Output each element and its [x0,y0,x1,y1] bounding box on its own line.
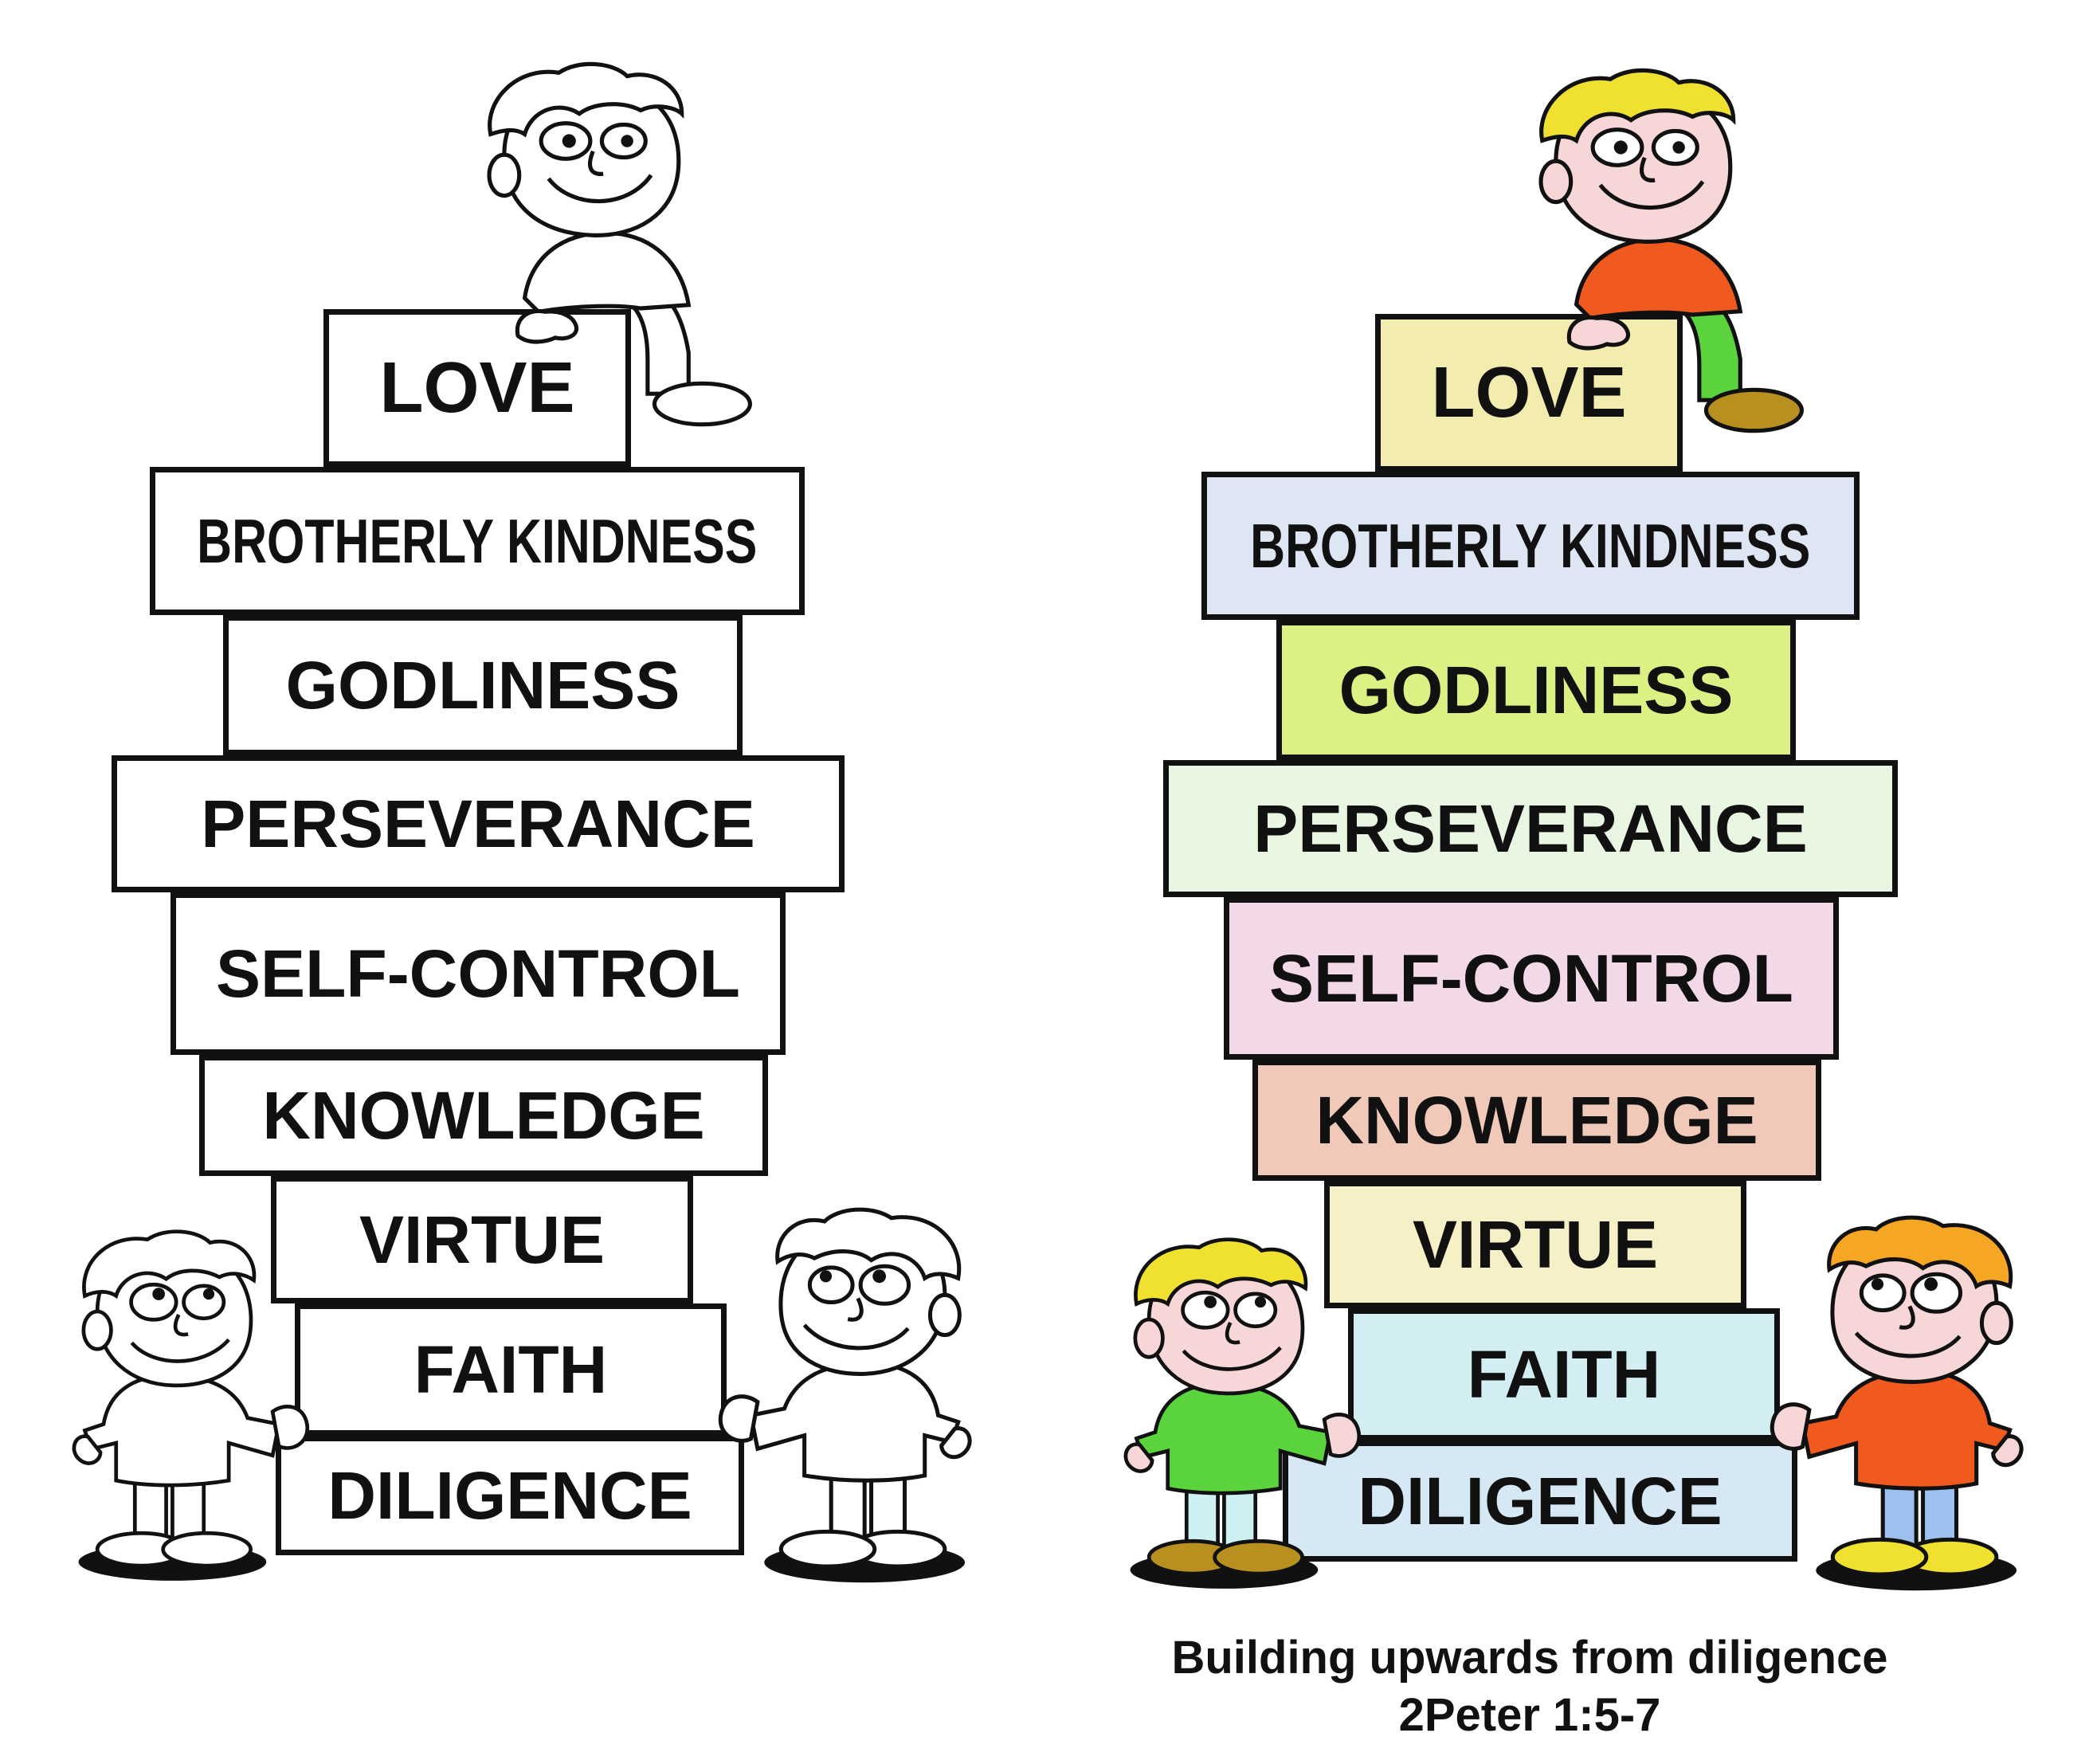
block-brotherly-kindness-colored-label: BROTHERLY KINDNESS [1250,510,1811,581]
block-self-control-label: SELF-CONTROL [216,935,740,1011]
kid-left-icon [56,1227,327,1578]
block-love-colored: LOVE [1375,314,1683,472]
block-knowledge-colored: KNOWLEDGE [1252,1060,1821,1181]
block-diligence: DILIGENCE [276,1436,744,1555]
block-knowledge-label: KNOWLEDGE [262,1077,705,1153]
block-self-control-colored: SELF-CONTROL [1224,897,1839,1060]
block-knowledge-colored-label: KNOWLEDGE [1315,1082,1758,1158]
block-self-control-colored-label: SELF-CONTROL [1269,940,1793,1016]
block-diligence-colored-label: DILIGENCE [1358,1463,1723,1539]
block-knowledge: KNOWLEDGE [199,1055,768,1176]
block-self-control: SELF-CONTROL [170,892,786,1055]
block-perseverance-label: PERSEVERANCE [201,786,755,861]
block-virtue-colored-label: VIRTUE [1412,1206,1659,1282]
block-love-colored-label: LOVE [1431,352,1627,433]
block-godliness-colored: GODLINESS [1276,620,1796,760]
block-perseverance-colored: PERSEVERANCE [1163,760,1898,897]
block-godliness-label: GODLINESS [285,647,680,723]
block-love-label: LOVE [379,347,575,428]
block-love: LOVE [323,309,631,467]
block-virtue-colored: VIRTUE [1324,1181,1746,1308]
block-diligence-label: DILIGENCE [327,1457,692,1533]
block-perseverance: PERSEVERANCE [112,755,845,892]
block-brotherly-kindness: BROTHERLY KINDNESS [150,467,805,615]
caption-reference: 2Peter 1:5-7 [1398,1689,1661,1741]
block-godliness: GODLINESS [223,615,743,755]
caption-title: Building upwards from diligence [1171,1632,1888,1684]
caption: Building upwards from diligence 2Peter 1… [1036,1629,2024,1744]
kid-sitting-colored-icon [1522,56,1809,430]
block-faith-colored: FAITH [1348,1308,1780,1441]
kid-sitting-icon [470,49,757,424]
block-faith-colored-label: FAITH [1467,1336,1661,1412]
block-brotherly-kindness-label: BROTHERLY KINDNESS [197,505,758,576]
block-perseverance-colored-label: PERSEVERANCE [1253,790,1808,866]
block-godliness-colored-label: GODLINESS [1338,652,1734,727]
kid-right-colored-icon [1753,1213,2040,1587]
block-brotherly-kindness-colored: BROTHERLY KINDNESS [1201,472,1860,620]
kid-right-icon [701,1205,988,1579]
kid-left-colored-icon [1107,1235,1378,1586]
block-faith: FAITH [295,1303,727,1436]
block-diligence-colored: DILIGENCE [1283,1441,1797,1562]
block-virtue: VIRTUE [271,1176,693,1303]
block-faith-label: FAITH [413,1331,608,1407]
block-virtue-label: VIRTUE [359,1201,606,1277]
